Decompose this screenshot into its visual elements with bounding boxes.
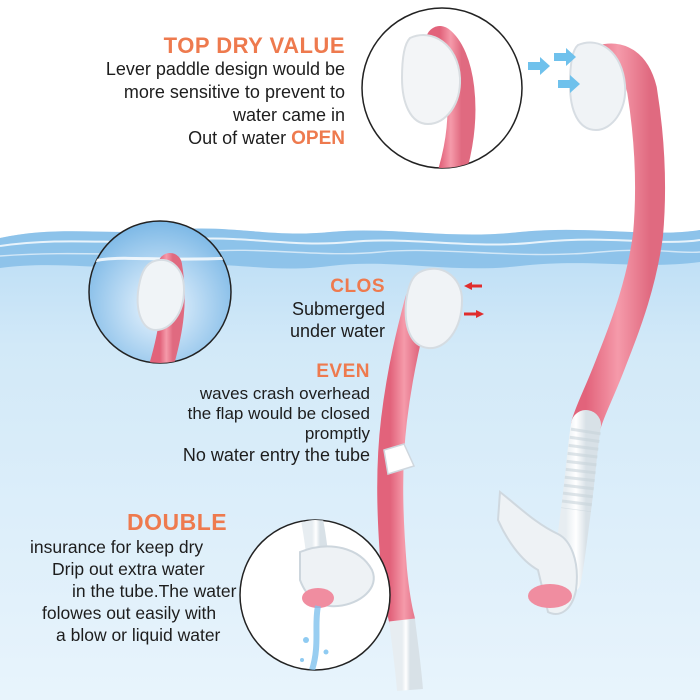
top-status-word: OPEN bbox=[291, 128, 345, 149]
double-line-4: folowes out easily with bbox=[42, 603, 217, 623]
even-line-3: promptly bbox=[304, 424, 370, 443]
even-last-line: No water entry the tube bbox=[182, 445, 370, 465]
top-line-3: water came in bbox=[232, 105, 345, 125]
detail-circle-top bbox=[361, 7, 523, 169]
double-line-1: insurance for keep dry bbox=[30, 537, 204, 557]
even-line-2: the flap would be closed bbox=[187, 404, 370, 423]
even-line-1: waves crash overhead bbox=[199, 384, 370, 403]
top-status-line: Out of water OPEN bbox=[25, 127, 345, 150]
top-status-prefix: Out of water bbox=[188, 128, 292, 148]
clos-heading: CLOS bbox=[330, 276, 385, 297]
double-heading: DOUBLE bbox=[127, 509, 228, 535]
detail-circle-under bbox=[88, 220, 232, 364]
air-flow-arrows bbox=[464, 48, 580, 318]
top-dry-value-block: TOP DRY VALUE Lever paddle design would … bbox=[25, 34, 345, 150]
snorkel-middle bbox=[377, 267, 464, 692]
detail-circle-drain bbox=[239, 519, 391, 671]
even-heading: EVEN bbox=[316, 361, 370, 382]
double-line-5: a blow or liquid water bbox=[56, 625, 221, 645]
even-block: EVEN waves crash overhead the flap would… bbox=[110, 360, 370, 467]
top-line-1: Lever paddle design would be bbox=[105, 59, 345, 79]
clos-block: CLOS Submerged under water bbox=[265, 276, 385, 342]
double-block: DOUBLE insurance for keep dry Drip out e… bbox=[30, 508, 250, 646]
clos-line-1: Submerged bbox=[291, 299, 385, 319]
double-line-3: in the tube.The water bbox=[72, 581, 237, 601]
snorkel-main bbox=[496, 41, 665, 615]
top-line-2: more sensitive to prevent to bbox=[123, 82, 345, 102]
top-dry-value-heading: TOP DRY VALUE bbox=[163, 33, 345, 58]
clos-line-2: under water bbox=[289, 321, 385, 341]
double-line-2: Drip out extra water bbox=[52, 559, 205, 579]
